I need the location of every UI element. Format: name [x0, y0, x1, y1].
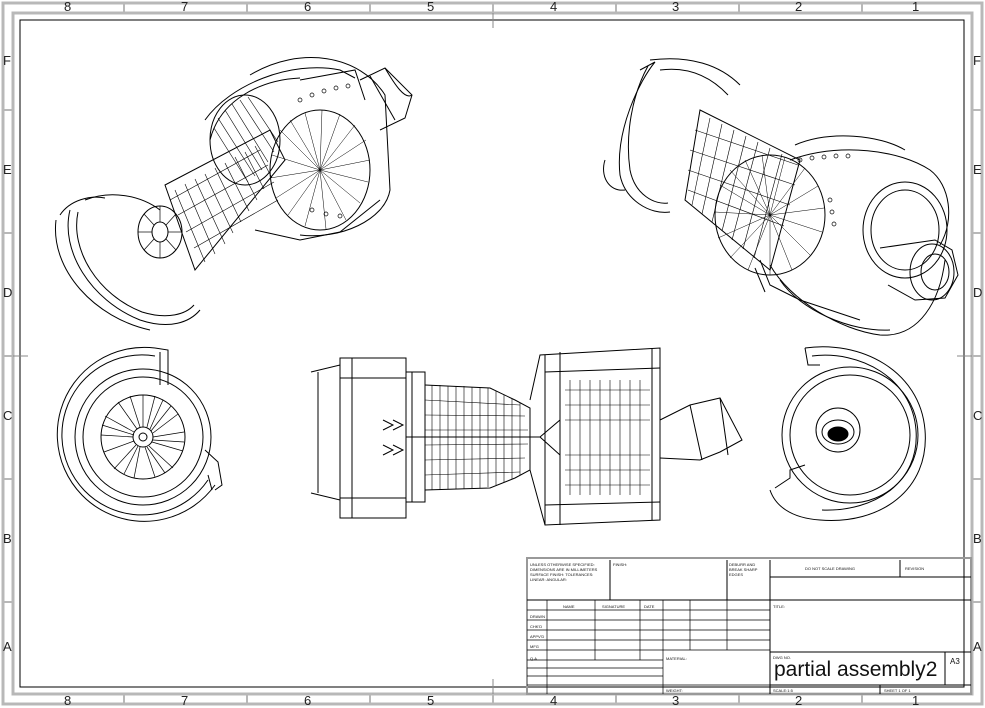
title-block-notes: UNLESS OTHERWISE SPECIFIED: DIMENSIONS A… [530, 562, 598, 582]
zone-left-C: C [3, 408, 13, 423]
zone-bottom-5: 5 [427, 693, 435, 708]
zone-bottom-7: 7 [181, 693, 189, 708]
zone-left-F: F [3, 53, 11, 68]
zone-top-5: 5 [427, 0, 435, 14]
zone-ticks [3, 3, 982, 704]
zone-bottom-6: 6 [304, 693, 312, 708]
zone-top-8: 8 [64, 0, 72, 14]
row-approved: APPV'D [530, 634, 545, 639]
sheet-size: A3 [950, 657, 960, 666]
zone-right-F: F [973, 53, 981, 68]
zone-bottom-3: 3 [672, 693, 680, 708]
sheet-label: SHEET 1 OF 1 [884, 688, 911, 693]
drawing-frame [19, 19, 965, 688]
center-marks [13, 13, 972, 694]
inner-border [11, 11, 974, 696]
material-label: MATERIAL: [666, 656, 687, 661]
zone-bottom-8: 8 [64, 693, 72, 708]
side-view [310, 347, 743, 526]
zone-top-2: 2 [795, 0, 803, 14]
zone-left-B: B [3, 531, 12, 546]
zone-bottom-1: 1 [912, 693, 920, 708]
do-not-scale-label: DO NOT SCALE DRAWING [805, 566, 856, 571]
zone-right-E: E [973, 162, 982, 177]
zone-bottom-4: 4 [550, 693, 558, 708]
front-view [56, 346, 223, 522]
drawing-number: partial assembly2 [774, 658, 938, 681]
col-name: NAME [563, 604, 575, 609]
rear-view [769, 346, 926, 521]
isometric-view-left [54, 57, 413, 331]
zone-right-A: A [973, 639, 982, 654]
zone-top-1: 1 [912, 0, 920, 14]
title-label: TITLE: [773, 604, 786, 609]
finish-label: FINISH: [613, 562, 628, 567]
zone-top-3: 3 [672, 0, 680, 14]
zone-right-B: B [973, 531, 982, 546]
zone-top-4: 4 [550, 0, 558, 14]
deburr-label: DEBURR AND BREAK SHARP EDGES [729, 562, 758, 577]
dwg-no-label: DWG NO. [773, 655, 791, 660]
isometric-view-right [603, 58, 959, 336]
scale-label: SCALE:1:5 [773, 688, 793, 693]
zone-right-C: C [973, 408, 983, 423]
zone-top-6: 6 [304, 0, 312, 14]
zone-left-D: D [3, 285, 13, 300]
zone-bottom-2: 2 [795, 693, 803, 708]
title-block [526, 557, 972, 695]
zone-left-E: E [3, 162, 12, 177]
zone-top-7: 7 [181, 0, 189, 14]
row-qa: Q.A [530, 656, 537, 661]
zone-left-A: A [3, 639, 12, 654]
row-mfg: MFG [530, 644, 539, 649]
weight-label: WEIGHT: [666, 688, 683, 693]
row-drawn: DRAWN [530, 614, 545, 619]
revision-label: REVISION [905, 566, 925, 571]
zone-right-D: D [973, 285, 983, 300]
col-date: DATE [644, 604, 655, 609]
row-checked: CHK'D [530, 624, 543, 629]
col-signature: SIGNATURE [602, 604, 626, 609]
